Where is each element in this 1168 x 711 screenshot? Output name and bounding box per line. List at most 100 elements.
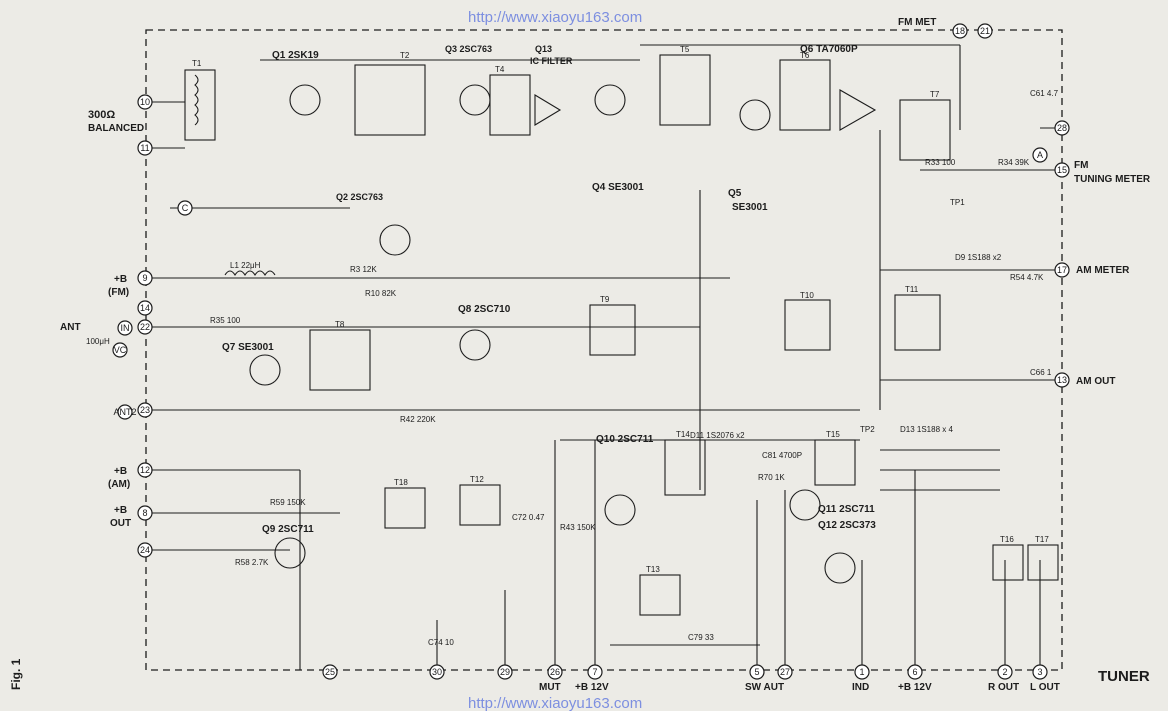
terminal-11: 11 bbox=[137, 140, 153, 156]
terminal-6: 6 bbox=[907, 664, 923, 680]
out-am-out: AM OUT bbox=[1076, 376, 1115, 387]
terminal-2: 2 bbox=[997, 664, 1013, 680]
part-r42: R42 220K bbox=[400, 415, 436, 424]
q8-label: Q8 2SC710 bbox=[458, 304, 511, 315]
fig-label: Fig. 1 bbox=[9, 658, 23, 690]
part-r43: R43 150K bbox=[560, 523, 596, 532]
terminal-28: 28 bbox=[1054, 120, 1070, 136]
terminal-18: 18 bbox=[952, 23, 968, 39]
svg-text:21: 21 bbox=[980, 26, 990, 36]
part-r58: R58 2.7K bbox=[235, 558, 269, 567]
supply-bfm: +B bbox=[114, 274, 127, 285]
q2-label: Q2 2SC763 bbox=[336, 192, 383, 202]
out-mut: MUT bbox=[539, 682, 561, 693]
part-c72: C72 0.47 bbox=[512, 513, 545, 522]
svg-text:9: 9 bbox=[142, 273, 147, 283]
supply-bam-sub: (AM) bbox=[108, 479, 130, 490]
t9-label: T9 bbox=[600, 295, 610, 304]
out-r-out: R OUT bbox=[988, 682, 1019, 693]
part-r34: R34 39K bbox=[998, 158, 1030, 167]
transistor-symbols bbox=[224, 84, 877, 584]
out-b12v-right: +B 12V bbox=[898, 682, 932, 693]
terminal-26: 26 bbox=[547, 664, 563, 680]
terminal-24: 24 bbox=[137, 542, 153, 558]
terminal-29: 29 bbox=[497, 664, 513, 680]
schematic-title: TUNER bbox=[1098, 668, 1150, 685]
part-c61: C61 4.7 bbox=[1030, 89, 1059, 98]
out-b12v-left: +B 12V bbox=[575, 682, 609, 693]
out-sw-aut: SW AUT bbox=[745, 682, 784, 693]
svg-text:27: 27 bbox=[780, 667, 790, 677]
terminal-17: 17 bbox=[1054, 262, 1070, 278]
t12-label: T12 bbox=[470, 475, 484, 484]
t8-label: T8 bbox=[335, 320, 345, 329]
svg-text:C: C bbox=[182, 203, 189, 213]
terminal-vc: VC bbox=[112, 342, 128, 358]
terminal-c: C bbox=[177, 200, 193, 216]
svg-text:26: 26 bbox=[550, 667, 560, 677]
terminals: 10 11 9 14 22 23 12 8 24 25 30 29 26 7 5… bbox=[112, 23, 1070, 680]
part-r3: R3 12K bbox=[350, 265, 377, 274]
t15-label: T15 bbox=[826, 430, 840, 439]
svg-text:25: 25 bbox=[325, 667, 335, 677]
svg-text:15: 15 bbox=[1057, 165, 1067, 175]
q6-label: Q6 TA7060P bbox=[800, 44, 858, 55]
t1-label: T1 bbox=[192, 59, 202, 68]
svg-text:17: 17 bbox=[1057, 265, 1067, 275]
terminal-25: 25 bbox=[322, 664, 338, 680]
svg-text:24: 24 bbox=[140, 545, 150, 555]
t6-label: T6 bbox=[800, 51, 810, 60]
out-fm-tuning-meter: TUNING METER bbox=[1074, 174, 1151, 185]
svg-text:6: 6 bbox=[912, 667, 917, 677]
terminal-9: 9 bbox=[137, 270, 153, 286]
part-tp1: TP1 bbox=[950, 198, 965, 207]
q11-label: Q11 2SC711 bbox=[818, 504, 875, 515]
terminal-21: 21 bbox=[977, 23, 993, 39]
q5-label: Q5 bbox=[728, 188, 742, 199]
t5-label: T5 bbox=[680, 45, 690, 54]
terminal-8: 8 bbox=[137, 505, 153, 521]
terminal-12: 12 bbox=[137, 462, 153, 478]
terminal-27: 27 bbox=[777, 664, 793, 680]
svg-text:VC: VC bbox=[114, 345, 127, 355]
part-r59: R59 150K bbox=[270, 498, 306, 507]
part-tp2: TP2 bbox=[860, 425, 875, 434]
part-c74: C74 10 bbox=[428, 638, 454, 647]
q13-sub-label: IC FILTER bbox=[530, 56, 573, 66]
terminal-14: 14 bbox=[137, 300, 153, 316]
part-c81: C81 4700P bbox=[762, 451, 802, 460]
terminal-10: 10 bbox=[137, 94, 153, 110]
q4-label: Q4 SE3001 bbox=[592, 182, 644, 193]
out-fm-tuning: FM bbox=[1074, 160, 1088, 171]
out-ind: IND bbox=[852, 682, 869, 693]
part-r54: R54 4.7K bbox=[1010, 273, 1044, 282]
terminal-22: 22 bbox=[137, 319, 153, 335]
part-l1: L1 22μH bbox=[230, 261, 261, 270]
out-am-meter: AM METER bbox=[1076, 265, 1130, 276]
terminal-13: 13 bbox=[1054, 372, 1070, 388]
part-c66: C66 1 bbox=[1030, 368, 1052, 377]
chassis-boundary bbox=[145, 29, 1063, 671]
part-d13: D13 1S188 x 4 bbox=[900, 425, 953, 434]
q1-label: Q1 2SK19 bbox=[272, 50, 319, 61]
svg-text:18: 18 bbox=[955, 26, 965, 36]
t11-label: T11 bbox=[905, 285, 919, 294]
svg-text:A: A bbox=[1037, 150, 1043, 160]
q12-label: Q12 2SC373 bbox=[818, 520, 876, 531]
input-ant: ANT bbox=[60, 322, 81, 333]
svg-text:28: 28 bbox=[1057, 123, 1067, 133]
supply-bout: +B bbox=[114, 505, 127, 516]
terminal-3: 3 bbox=[1032, 664, 1048, 680]
q5-sub-label: SE3001 bbox=[732, 202, 768, 213]
supply-bam: +B bbox=[114, 466, 127, 477]
transformers bbox=[184, 54, 1059, 616]
q13-label: Q13 bbox=[535, 44, 552, 54]
input-balanced-ohm: 300Ω bbox=[88, 109, 115, 121]
svg-text:22: 22 bbox=[140, 322, 150, 332]
terminal-1: 1 bbox=[854, 664, 870, 680]
part-d11: D11 1S2076 x2 bbox=[690, 431, 745, 440]
t7-label: T7 bbox=[930, 90, 940, 99]
svg-text:11: 11 bbox=[140, 143, 149, 153]
svg-text:13: 13 bbox=[1057, 375, 1067, 385]
